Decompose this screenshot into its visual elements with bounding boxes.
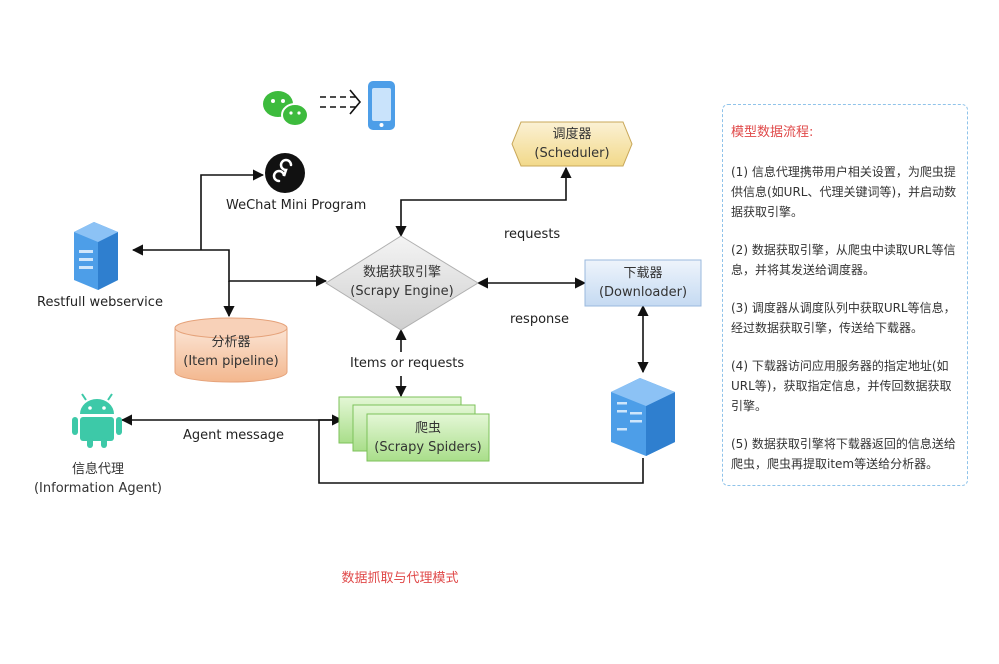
phone-icon <box>368 81 395 130</box>
diagram-caption: 数据抓取与代理模式 <box>341 571 459 586</box>
edge-bus-engine <box>201 249 328 287</box>
panel-step-5: (5) 数据获取引擎将下载器返回的信息送给爬虫，爬虫再提取item等送给分析器。 <box>731 437 956 471</box>
edge-wechat-bus <box>200 169 265 250</box>
app-server-icon <box>611 378 675 456</box>
wechat-label: WeChat Mini Program <box>226 198 367 213</box>
engine-label-cn: 数据获取引擎 <box>362 265 441 280</box>
spiders-node <box>338 396 490 462</box>
spiders-label: 爬虫 (Scrapy Spiders) <box>367 419 489 457</box>
spiders-label-cn: 爬虫 <box>414 421 441 436</box>
engine-node <box>325 235 479 331</box>
pipeline-label: 分析器 (Item pipeline) <box>175 333 287 371</box>
panel-step-2: (2) 数据获取引擎，从爬虫中读取URL等信息，并将其发送给调度器。 <box>731 243 956 277</box>
flow-description-panel: 模型数据流程: (1) 信息代理携带用户相关设置，为爬虫提供信息(如URL、代理… <box>722 104 968 486</box>
connectors <box>120 89 649 484</box>
panel-step-1: (1) 信息代理携带用户相关设置，为爬虫提供信息(如URL、代理关键词等)，并启… <box>731 165 957 219</box>
agent-label: 信息代理 (Information Agent) <box>28 460 168 498</box>
panel-title: 模型数据流程: <box>731 125 814 140</box>
edge-label-response: response <box>510 312 570 327</box>
pipeline-label-en: (Item pipeline) <box>183 354 279 369</box>
scheduler-node <box>511 121 633 167</box>
edge-label-requests: requests <box>504 227 561 242</box>
wechat-icon <box>263 91 309 127</box>
agent-label-cn: 信息代理 <box>71 462 124 477</box>
edge-label-items-or-requests: Items or requests <box>350 356 465 371</box>
pipeline-node <box>174 317 288 383</box>
agent-label-en: (Information Agent) <box>33 481 162 496</box>
spiders-label-en: (Scrapy Spiders) <box>374 440 482 455</box>
edge-label-agent-message: Agent message <box>183 428 285 443</box>
panel-step-3: (3) 调度器从调度队列中获取URL等信息，经过数据获取引擎，传送给下载器。 <box>731 301 956 335</box>
webservice-server-icon <box>74 222 118 290</box>
downloader-node <box>584 259 702 307</box>
downloader-label-cn: 下载器 <box>623 266 663 281</box>
downloader-label-en: (Downloader) <box>598 285 688 300</box>
edge-wechat-phone <box>320 96 357 108</box>
downloader-label: 下载器 (Downloader) <box>585 264 701 302</box>
scheduler-label-cn: 调度器 <box>552 127 592 142</box>
engine-label-en: (Scrapy Engine) <box>350 284 454 299</box>
mini-program-icon <box>265 153 305 193</box>
android-icon <box>72 393 122 448</box>
webservice-label: Restfull webservice <box>37 295 163 310</box>
edge-engine-scheduler <box>395 166 572 238</box>
scheduler-label: 调度器 (Scheduler) <box>512 125 632 163</box>
panel-step-4: (4) 下载器访问应用服务器的指定地址(如URL等)，获取指定信息，并传回数据获… <box>731 359 952 413</box>
scheduler-label-en: (Scheduler) <box>534 146 610 161</box>
engine-label: 数据获取引擎 (Scrapy Engine) <box>340 263 464 301</box>
pipeline-label-cn: 分析器 <box>211 335 251 350</box>
